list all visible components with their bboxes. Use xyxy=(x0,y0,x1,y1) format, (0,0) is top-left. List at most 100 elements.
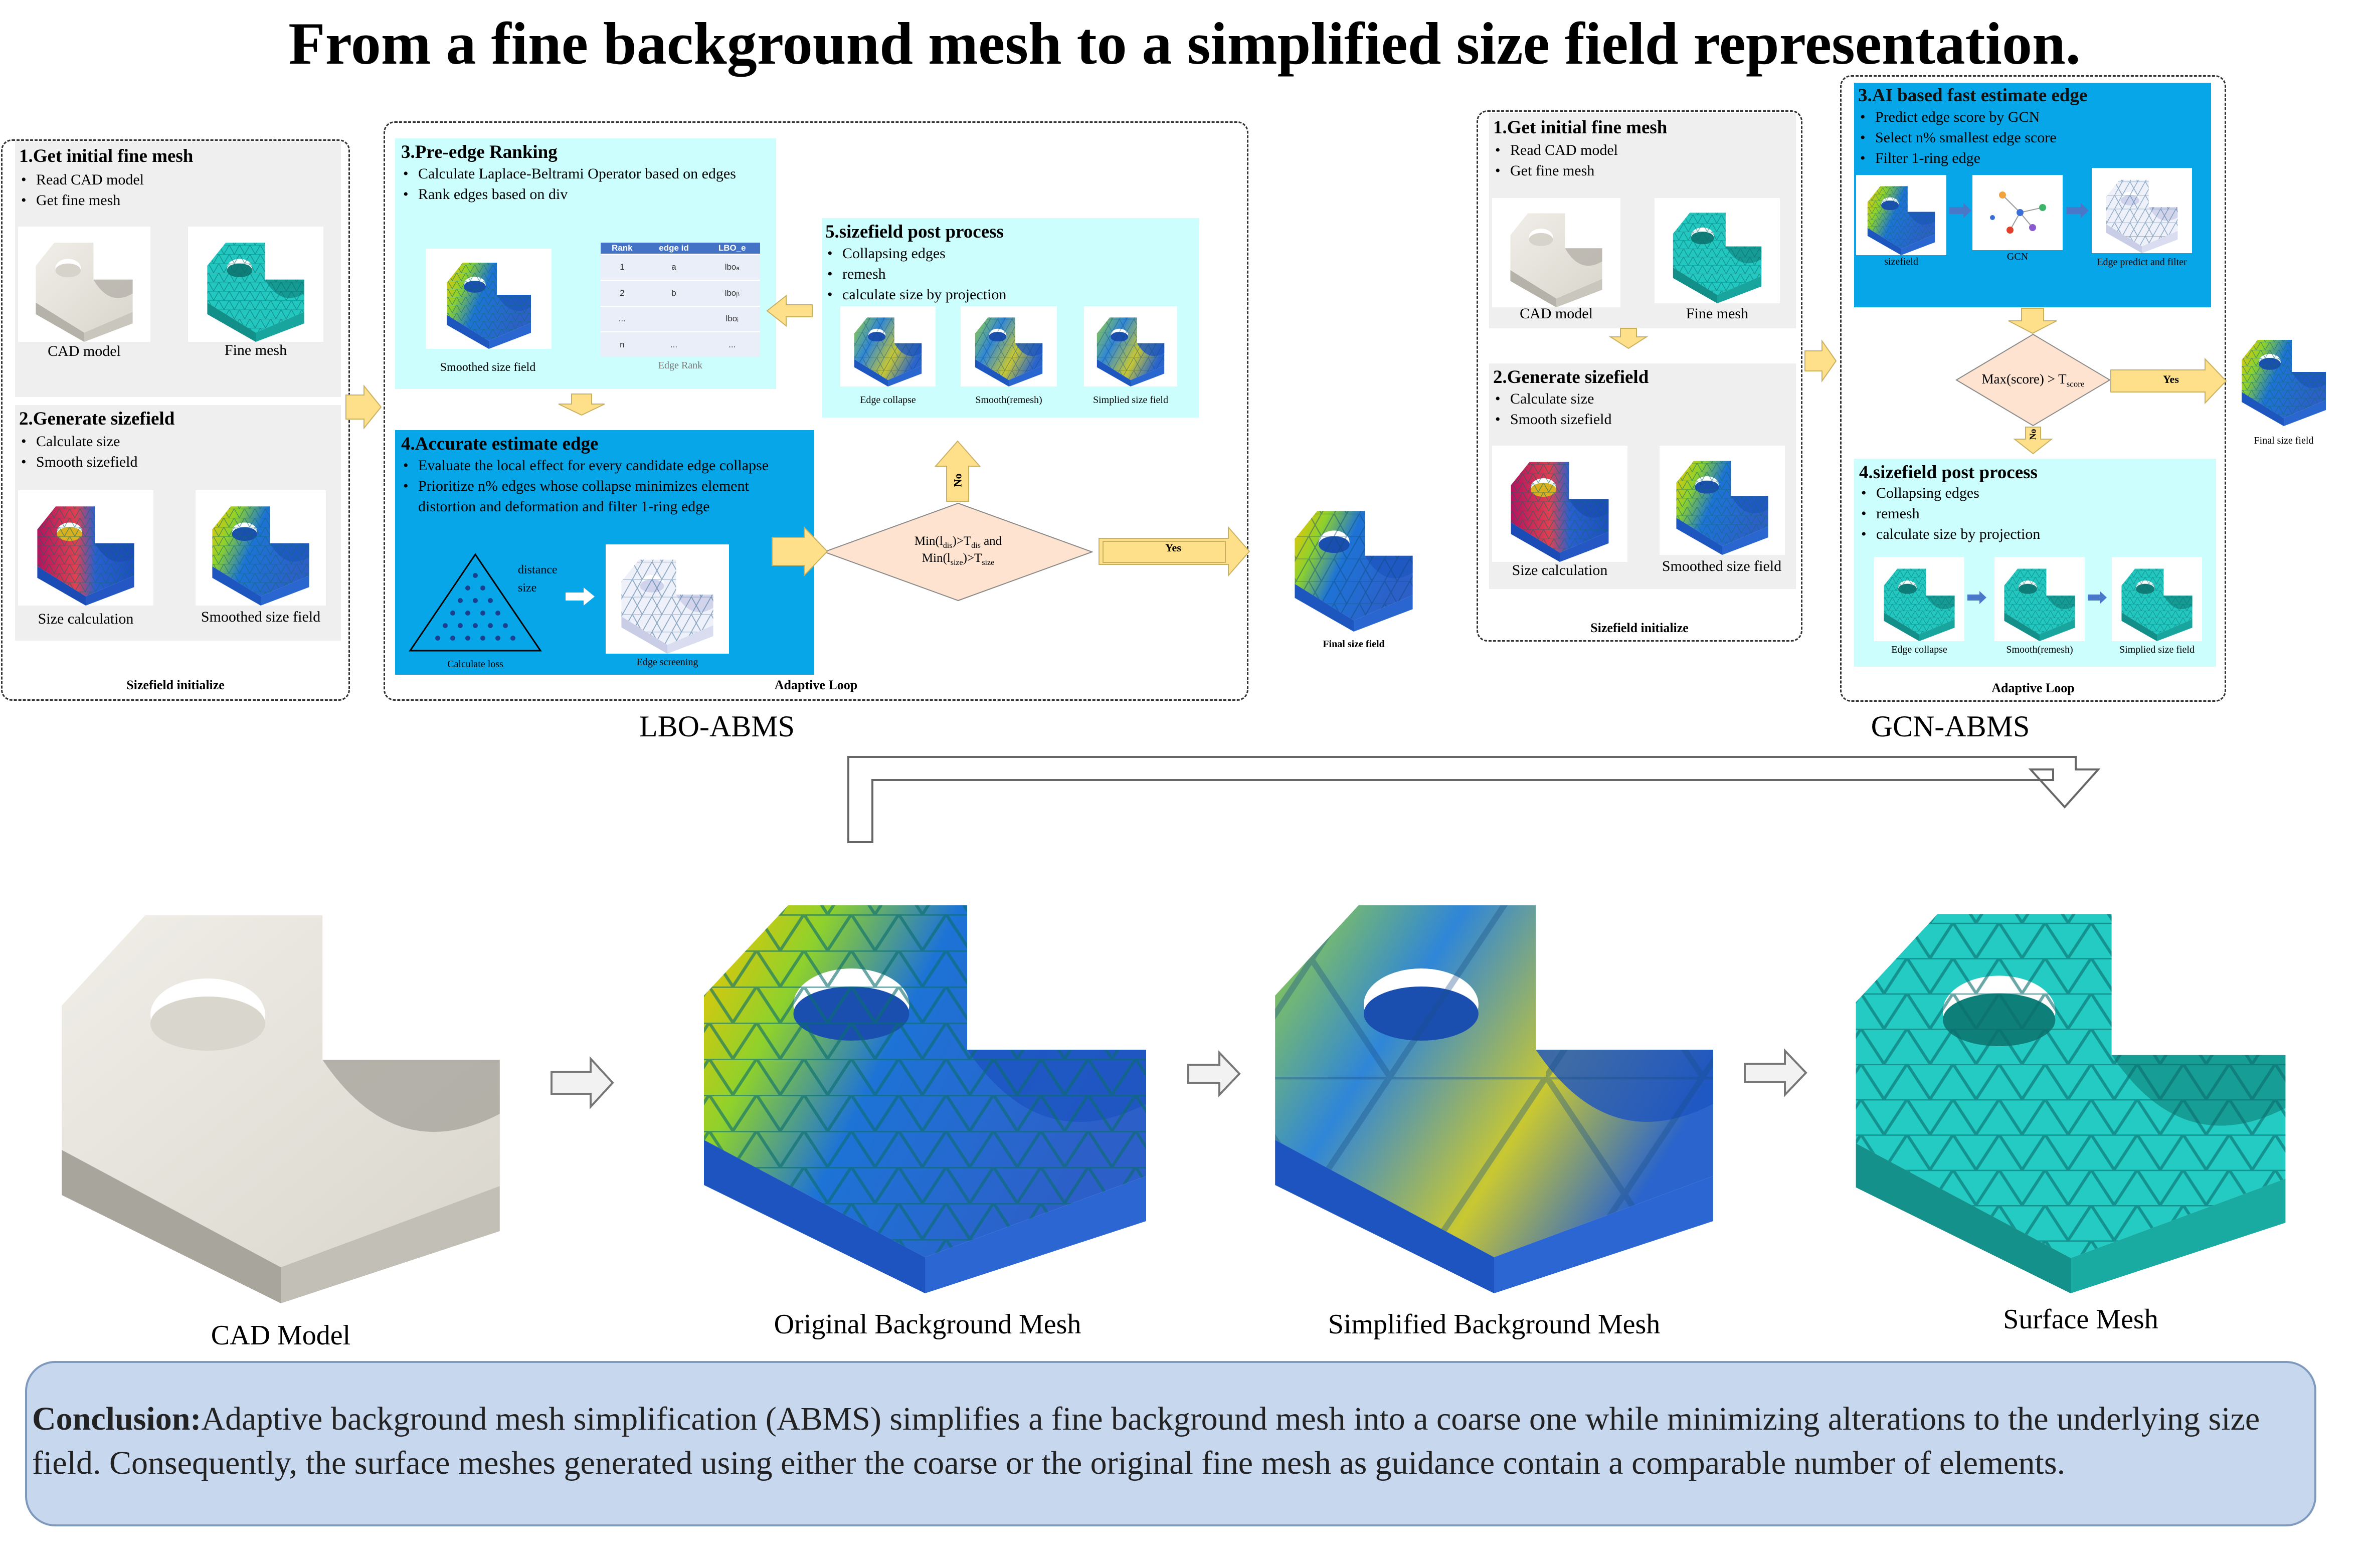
arrow-icon xyxy=(1967,590,1987,605)
gcn-smooth-thumbnail xyxy=(1994,557,2085,641)
bottom-surface-mesh xyxy=(1815,852,2326,1293)
gcn-step1-panel: 1.Get initial fine mesh Read CAD model G… xyxy=(1489,113,1796,328)
lbo-decision-diamond: Min(ldis)>Tdis and Min(lsize)>Tsize xyxy=(823,502,1093,602)
gcn-smoothed-thumbnail xyxy=(1660,446,1785,555)
lbo-yes-label: Yes xyxy=(1165,541,1181,554)
gcn-no-label: No xyxy=(2028,429,2038,440)
lbo-step3-panel: 3.Pre-edge Ranking Calculate Laplace-Bel… xyxy=(395,138,776,389)
lbo-step2-item: Smooth sizefield xyxy=(19,452,335,472)
gcn-edge-thumbnail xyxy=(2092,168,2192,253)
gcn-caption-size: Size calculation xyxy=(1512,562,1608,578)
gcn-collapse-thumbnail xyxy=(1874,557,1964,641)
tri-distance-label: distance xyxy=(518,563,558,576)
gcn-size-thumbnail xyxy=(1492,446,1627,562)
caption-collapse: Edge collapse xyxy=(860,395,916,406)
table-caption: Edge Rank xyxy=(658,360,703,371)
table-row: n...... xyxy=(601,331,760,357)
lbo-step4-item: Prioritize n% edges whose collapse minim… xyxy=(401,476,807,517)
bottom-original-caption: Original Background Mesh xyxy=(774,1309,1081,1340)
caption-fine-mesh: Fine mesh xyxy=(224,342,287,358)
gcn-step1-title: 1.Get initial fine mesh xyxy=(1493,117,1668,138)
rank-table-header: edge id xyxy=(643,243,704,254)
gcn-step2-item: Smooth sizefield xyxy=(1493,409,1789,430)
fine-mesh-thumbnail xyxy=(188,227,323,342)
lbo-step5-item: calculate size by projection xyxy=(825,284,1196,305)
gcn-step3-item: Filter 1-ring edge xyxy=(1858,148,2209,168)
gcn-step3-title: 3.AI based fast estimate edge xyxy=(1858,85,2088,106)
lbo-final-thumbnail xyxy=(1273,491,1434,632)
gcn-step3-panel: 3.AI based fast estimate edge Predict ed… xyxy=(1854,83,2211,307)
bottom-cad-model xyxy=(20,852,541,1303)
gcn-yes-label: Yes xyxy=(2163,373,2179,385)
arrow-icon xyxy=(2088,590,2108,605)
gcn-caption-fine: Fine mesh xyxy=(1686,305,1749,322)
lbo-loop-container xyxy=(384,121,1248,701)
gcn-step4-title: 4.sizefield post process xyxy=(1859,462,2038,483)
rank-table-header: LBO_e xyxy=(704,243,760,254)
caption-simplied: Simplied size field xyxy=(1093,395,1168,406)
gcn-fine-thumbnail xyxy=(1655,198,1780,303)
size-calc-thumbnail xyxy=(18,490,153,606)
lbo-step3-title: 3.Pre-edge Ranking xyxy=(401,142,558,162)
gcn-step4-panel: 4.sizefield post process Collapsing edge… xyxy=(1854,459,2216,667)
caption-smoothed: Smoothed size field xyxy=(201,609,321,625)
lbo-step2-item: Calculate size xyxy=(19,431,335,452)
lbo-step1-item: Read CAD model xyxy=(19,169,335,190)
caption-smooth: Smooth(remesh) xyxy=(975,395,1042,406)
gcn-caption-gcn: GCN xyxy=(2007,251,2029,262)
gcn-step4-item: remesh xyxy=(1859,503,2210,524)
arrow-icon xyxy=(566,586,596,607)
edge-screening-thumbnail xyxy=(606,544,729,654)
caption-size-calc: Size calculation xyxy=(38,611,134,627)
gcn-caption-smooth: Smooth(remesh) xyxy=(2006,644,2073,655)
gcn-init-footer: Sizefield initialize xyxy=(1590,621,1689,635)
lbo-step2-panel: 2.Generate sizefield Calculate size Smoo… xyxy=(15,405,341,641)
edge-collapse-thumbnail xyxy=(840,306,936,386)
lbo-step5-title: 5.sizefield post process xyxy=(825,222,1004,242)
caption-screen: Edge screening xyxy=(636,657,698,668)
arrow-icon xyxy=(1949,202,1972,219)
gcn-final-caption: Final size field xyxy=(2254,435,2314,446)
rank-table-header: Rank xyxy=(601,243,644,254)
gcn-caption-smoothed: Smoothed size field xyxy=(1662,558,1782,574)
gcn-label: GCN-ABMS xyxy=(1871,710,2030,743)
bottom-surface-caption: Surface Mesh xyxy=(2003,1304,2158,1335)
gcn-caption-sizefield: sizefield xyxy=(1884,256,1918,267)
conclusion-label: Conclusion: xyxy=(32,1401,202,1437)
lbo-step2-title: 2.Generate sizefield xyxy=(19,409,175,429)
gcn-caption-simplied: Simplied size field xyxy=(2119,644,2195,655)
smooth-remesh-thumbnail xyxy=(961,306,1057,386)
gcn-decision-diamond: Max(score) > Tscore xyxy=(1955,333,2111,427)
lbo-step1-panel: 1.Get initial fine mesh Read CAD model G… xyxy=(15,141,341,397)
gcn-cad-thumbnail xyxy=(1492,198,1620,307)
lbo-final-caption: Final size field xyxy=(1323,639,1385,650)
lbo-step5-panel: 5.sizefield post process Collapsing edge… xyxy=(822,218,1199,418)
gcn-step2-panel: 2.Generate sizefield Calculate size Smoo… xyxy=(1489,363,1796,589)
gcn-caption-edge: Edge predict and filter xyxy=(2097,257,2187,268)
gcn-step4-item: Collapsing edges xyxy=(1859,483,2210,503)
step3-smoothed-thumbnail xyxy=(426,249,552,349)
gcn-caption-collapse: Edge collapse xyxy=(1891,644,1947,655)
gcn-loop-footer: Adaptive Loop xyxy=(1991,681,2075,695)
bottom-simplified-caption: Simplified Background Mesh xyxy=(1328,1309,1661,1340)
smoothed-thumbnail xyxy=(196,490,326,606)
gcn-graph-thumbnail xyxy=(1972,175,2063,250)
tri-size-label: size xyxy=(518,581,537,595)
gcn-step2-title: 2.Generate sizefield xyxy=(1493,367,1649,387)
arrow-icon xyxy=(2067,202,2090,219)
page-title: From a fine background mesh to a simplif… xyxy=(288,10,2081,77)
lbo-step3-item: Calculate Laplace-Beltrami Operator base… xyxy=(401,163,762,184)
gcn-step4-item: calculate size by projection xyxy=(1859,524,2210,544)
lbo-step5-item: Collapsing edges xyxy=(825,243,1196,264)
lbo-label: LBO-ABMS xyxy=(639,710,795,743)
caption-loss: Calculate loss xyxy=(447,659,503,670)
bottom-original-mesh xyxy=(662,842,1188,1293)
gcn-sizefield-thumbnail xyxy=(1856,175,1946,255)
gcn-init-container xyxy=(1477,110,1802,642)
gcn-simplied-thumbnail xyxy=(2112,557,2202,641)
lbo-step1-title: 1.Get initial fine mesh xyxy=(19,146,194,166)
lbo-step4-panel: 4.Accurate estimate edge Evaluate the lo… xyxy=(395,430,814,675)
